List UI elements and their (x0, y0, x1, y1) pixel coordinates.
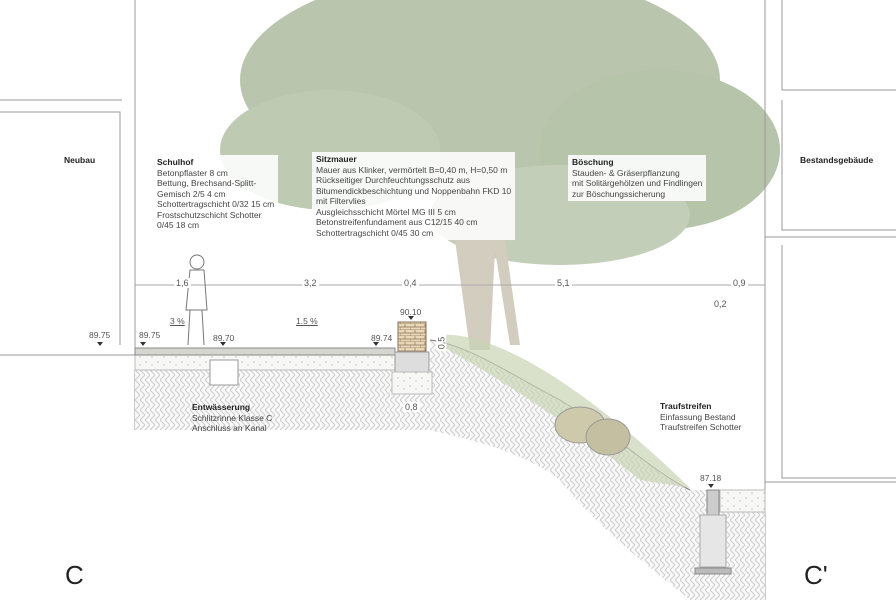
dimension-label: 5,1 (555, 278, 572, 288)
building-label-left: Neubau (64, 155, 96, 165)
label-line: Schottertragschicht 0/45 30 cm (316, 227, 434, 238)
drain-channel (209, 359, 239, 386)
slope-label: 1.5 % (296, 316, 318, 326)
label-line: Betonpflaster 8 cm (157, 167, 228, 178)
section-mark-start: C (65, 560, 84, 590)
slope-label: 3 % (170, 316, 185, 326)
label-line: Schottertragschicht 0/32 15 cm (157, 199, 275, 209)
label-sitzmauer: Sitzmauer Mauer aus Klinker, vermörtelt … (312, 152, 516, 240)
gravel-layer (134, 354, 396, 371)
level-label: 87.18 (700, 473, 722, 483)
label-line: Bettung, Brechsand-Splitt- (157, 178, 257, 188)
label-line: Schlitzrinne Klasse C (192, 412, 273, 423)
label-line: Frostschutzschicht Schotter (157, 209, 262, 220)
level-label: 90.10 (400, 307, 422, 317)
dimension-label: 1,6 (174, 278, 191, 288)
soil (135, 340, 765, 600)
label-traufstreifen: Traufstreifen Einfassung Bestand Traufst… (660, 401, 741, 433)
label-title: Sitzmauer (316, 154, 357, 164)
label-line: zur Böschungssicherung (572, 188, 666, 199)
label-title: Traufstreifen (660, 401, 712, 411)
dimension-label: 3,2 (302, 278, 319, 288)
label-line: Traufstreifen Schotter (660, 422, 742, 432)
label-line: Stauden- & Gräserpflanzung (572, 167, 680, 178)
label-line: mit Filtervlies (316, 196, 366, 206)
label-line: Bitumendickbeschichtung und Noppenbahn F… (316, 185, 512, 196)
label-line: Ausgleichsschicht Mörtel MG III 5 cm (316, 206, 456, 217)
building-label-right: Bestandsgebäude (800, 155, 874, 165)
dimension-label: 0,5 (436, 334, 447, 352)
level-label: 89.70 (213, 333, 235, 343)
dimension-label: 0,4 (402, 278, 419, 288)
label-schulhof: Schulhof Betonpflaster 8 cm Bettung, Bre… (153, 155, 279, 233)
level-label: 89.74 (371, 333, 393, 343)
dimension-label: 0,9 (731, 278, 748, 288)
wall-foundation (394, 351, 430, 373)
label-line: Mauer aus Klinker, vermörtelt B=0,40 m, … (316, 164, 508, 175)
level-label: 89.75 (89, 330, 111, 340)
level-label: 89.75 (139, 330, 161, 340)
label-line: Gemisch 2/5 4 cm (157, 188, 226, 199)
dimension-label: 0,2 (712, 299, 729, 309)
dimension-label: 0,8 (403, 402, 420, 412)
paving (134, 347, 396, 356)
label-title: Entwässerung (192, 402, 251, 412)
label-entwaesserung: Entwässerung Schlitzrinne Klasse C Ansch… (192, 402, 272, 434)
brick-wall (397, 321, 427, 353)
label-boeschung: Böschung Stauden- & Gräserpflanzung mit … (568, 155, 707, 201)
label-line: Rückseitiger Durchfeuchtungsschutz aus (316, 175, 471, 185)
label-line: Einfassung Bestand (660, 411, 736, 422)
label-line: 0/45 18 cm (157, 220, 200, 230)
label-line: Betonstreifenfundament aus C12/15 40 cm (316, 217, 478, 227)
label-line: mit Solitärgehölzen und Findlingen (572, 178, 703, 188)
person-figure (185, 254, 208, 346)
label-title: Schulhof (157, 157, 194, 167)
label-line: Anschluss an Kanal (192, 423, 267, 433)
label-title: Böschung (572, 157, 614, 167)
section-mark-end: C' (804, 560, 828, 590)
boulder (585, 418, 631, 456)
